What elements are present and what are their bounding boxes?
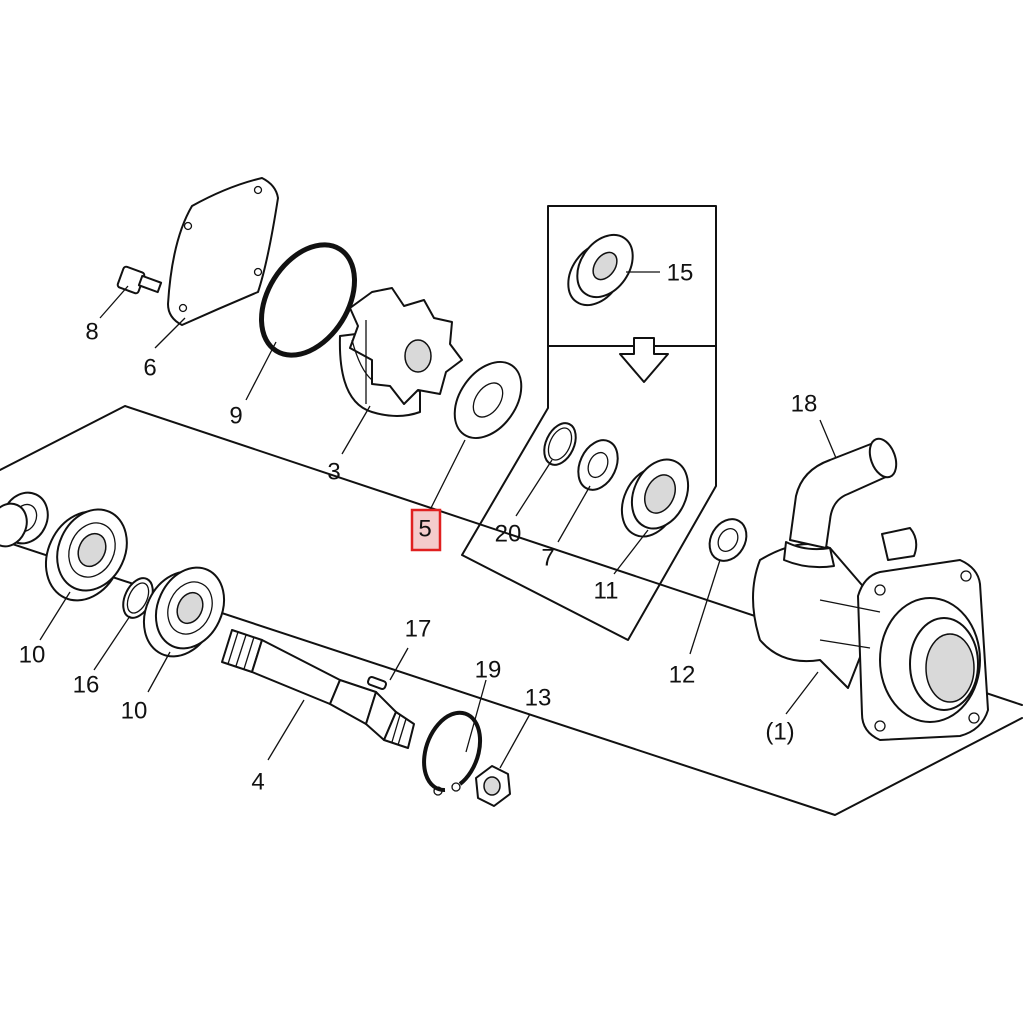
callout-20[interactable]: 20 bbox=[495, 521, 522, 548]
callout-18[interactable]: 18 bbox=[791, 391, 818, 418]
part-3-impeller bbox=[338, 287, 463, 417]
callout-7[interactable]: 7 bbox=[541, 545, 554, 572]
part-19-circlip bbox=[422, 710, 483, 796]
part-1-pump-housing bbox=[752, 527, 989, 741]
callout-5[interactable]: 5 bbox=[418, 516, 431, 543]
callout-4[interactable]: 4 bbox=[251, 769, 264, 796]
callout-labels: 8 6 9 3 5 15 20 7 11 12 18 (1) 10 16 10 … bbox=[19, 260, 818, 796]
part-7-washer bbox=[577, 439, 619, 491]
part-12-lip-seal bbox=[708, 518, 748, 562]
part-10-bearing-left bbox=[45, 508, 128, 602]
part-13-nut bbox=[475, 765, 511, 807]
assembly-baseplate-outline bbox=[0, 405, 1023, 816]
selected-part-highlight[interactable] bbox=[410, 508, 442, 552]
callout-12[interactable]: 12 bbox=[669, 662, 696, 689]
callout-9[interactable]: 9 bbox=[229, 403, 242, 430]
part-6-cover-plate bbox=[167, 177, 279, 326]
part-20-snap-ring bbox=[543, 422, 577, 466]
callout-3[interactable]: 3 bbox=[327, 459, 340, 486]
callout-16[interactable]: 16 bbox=[73, 672, 100, 699]
leader-lines bbox=[39, 271, 837, 769]
part-5-thrust-washer bbox=[453, 361, 523, 439]
callout-15[interactable]: 15 bbox=[667, 260, 694, 287]
part-10-bearing-right bbox=[143, 566, 226, 658]
callout-19[interactable]: 19 bbox=[475, 657, 502, 684]
part-9-o-ring bbox=[259, 242, 357, 358]
callout-1[interactable]: (1) bbox=[765, 719, 794, 746]
callout-10-right[interactable]: 10 bbox=[121, 698, 148, 725]
part-4-shaft bbox=[221, 629, 415, 749]
down-arrow-icon bbox=[619, 337, 669, 383]
part-15-oil-seal bbox=[567, 233, 634, 307]
callout-6[interactable]: 6 bbox=[143, 355, 156, 382]
seal-kit-inset-frame bbox=[461, 205, 717, 641]
part-8-screw bbox=[116, 265, 163, 295]
callout-8[interactable]: 8 bbox=[85, 319, 98, 346]
callout-13[interactable]: 13 bbox=[525, 685, 552, 712]
callout-17[interactable]: 17 bbox=[405, 616, 432, 643]
left-oil-seal bbox=[0, 491, 49, 548]
part-11-seal-ring bbox=[620, 458, 690, 538]
callout-11[interactable]: 11 bbox=[594, 578, 619, 605]
part-17-key bbox=[367, 676, 387, 690]
part-18-elbow-pipe bbox=[783, 437, 898, 569]
callout-10-left[interactable]: 10 bbox=[19, 642, 46, 669]
